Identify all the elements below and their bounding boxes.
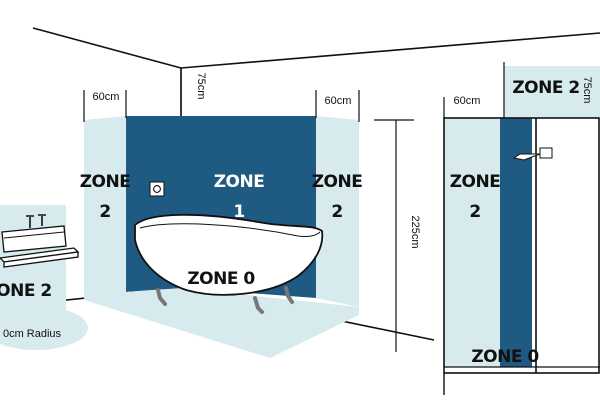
wall-left-zone2-label-2: 2 [99, 202, 110, 222]
dimension-lines [83, 62, 505, 352]
zone2-shower-top-area [504, 66, 600, 118]
wall-right-zone2-label-1: ZONE [312, 172, 363, 192]
shower-frame [443, 117, 600, 374]
zone2-right-wall-area [316, 116, 359, 307]
bath-zone0-label: ZONE 0 [187, 269, 255, 289]
shower-zone1-label-1: ZONE [541, 172, 592, 192]
zone1-shower-area [500, 118, 532, 367]
dim-sink-radius: 0cm Radius [3, 328, 62, 340]
wall-center-zone1-label-2: 1 [233, 202, 244, 222]
sink-zone2-label: ZONE 2 [0, 281, 52, 301]
bath-tub-icon [134, 213, 324, 314]
zone2-left-wall-area [84, 116, 126, 296]
sink-icon [0, 214, 80, 268]
wall-right-zone2-label-2: 2 [331, 202, 342, 222]
shower-enclosure [443, 66, 600, 395]
shower-zone1-label-2: 1 [560, 202, 571, 222]
shower-zone2-label-2: 2 [469, 202, 480, 222]
dim-top-height: 75cm [195, 73, 207, 100]
shower-zone0-label: ZONE 0 [471, 347, 539, 367]
shower-top-zone2-label: ZONE 2 [512, 78, 579, 98]
wall-center-zone1-label-1: ZONE [214, 172, 265, 192]
shower-zone2-label-1: ZONE [450, 172, 501, 192]
dim-left-width: 60cm [93, 91, 120, 103]
dim-right-width: 60cm [325, 95, 352, 107]
shower-head-icon [512, 147, 553, 161]
zone0-floor-area [84, 288, 359, 358]
zone2-shower-inside-area [444, 118, 500, 367]
wall-left-zone2-label-1: ZONE [80, 172, 131, 192]
dim-shower-top-height: 75cm [581, 77, 593, 104]
wall-socket-icon [149, 181, 165, 197]
zone-labels: ZONE 2 ZONE 1 ZONE 2 ZONE 0 ZONE 2 ZONE … [0, 78, 592, 367]
dimension-labels: 60cm 75cm 60cm 225cm 60cm 75cm 0cm Radiu… [3, 73, 593, 340]
dim-shower-width: 60cm [454, 95, 481, 107]
zone2-sink-radius-floor [0, 306, 88, 350]
dim-room-height: 225cm [409, 215, 421, 248]
